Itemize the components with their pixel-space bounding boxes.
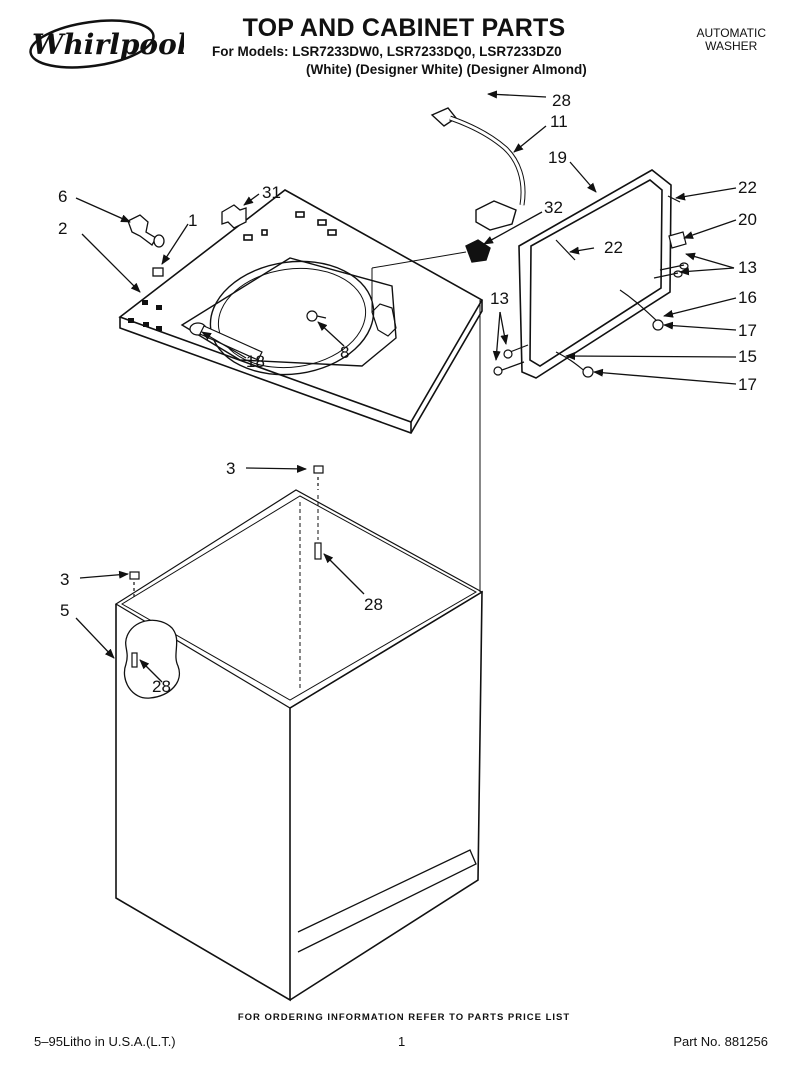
- callout-22-panel: 22: [604, 238, 623, 257]
- lid-switch-harness: [430, 107, 526, 263]
- litho-info: 5–95Litho in U.S.A.(L.T.): [34, 1034, 176, 1049]
- callout-19: 19: [548, 148, 567, 167]
- product-type: AUTOMATIC WASHER: [696, 27, 766, 53]
- models-line: For Models: LSR7233DW0, LSR7233DQ0, LSR7…: [212, 44, 562, 59]
- brand-wordmark: Whirlpool: [32, 28, 184, 61]
- console-frame: [518, 169, 672, 379]
- callout-13-left: 13: [490, 289, 509, 308]
- callout-17-bottom: 17: [738, 375, 757, 394]
- washer-top-panel: [118, 189, 484, 434]
- callout-17-top: 17: [738, 321, 757, 340]
- part-number: Part No. 881256: [673, 1034, 768, 1049]
- callout-3-upper: 3: [226, 459, 235, 478]
- product-line-1: AUTOMATIC: [696, 26, 766, 40]
- bracket-31: [221, 204, 247, 229]
- callout-20: 20: [738, 210, 757, 229]
- callout-18: 18: [246, 352, 265, 371]
- callout-28-cabinet: 28: [152, 677, 171, 696]
- callout-15: 15: [738, 347, 757, 366]
- callout-16: 16: [738, 288, 757, 307]
- callout-1: 1: [188, 211, 197, 230]
- variants-line: (White) (Designer White) (Designer Almon…: [306, 62, 587, 77]
- callout-31: 31: [262, 183, 281, 202]
- page-title: TOP AND CABINET PARTS: [242, 14, 566, 42]
- callout-8: 8: [340, 343, 349, 362]
- console-parts: [493, 195, 689, 378]
- callout-2: 2: [58, 219, 67, 238]
- callout-5: 5: [60, 601, 69, 620]
- callout-32: 32: [544, 198, 563, 217]
- page-number: 1: [398, 1034, 406, 1049]
- whirlpool-logo: Whirlpool: [29, 19, 184, 69]
- callout-28-mid: 28: [364, 595, 383, 614]
- ordering-note: FOR ORDERING INFORMATION REFER TO PARTS …: [237, 1012, 571, 1023]
- product-line-2: WASHER: [705, 39, 758, 53]
- callout-13-right: 13: [738, 258, 757, 277]
- cabinet: [114, 489, 484, 1002]
- cabinet-fasteners: [129, 465, 324, 668]
- callout-arrows: [75, 90, 737, 683]
- callout-labels: 28 11 19 6 31 1 2 32 22 20 22 13 16 13 1…: [58, 91, 757, 696]
- callout-6: 6: [58, 187, 67, 206]
- top-screws: [189, 310, 327, 361]
- hinge-parts: [127, 214, 165, 277]
- assembly-lines: [299, 251, 481, 690]
- callout-3-lower: 3: [60, 570, 69, 589]
- callout-11: 11: [550, 112, 568, 131]
- callout-22-right: 22: [738, 178, 757, 197]
- callout-28-top: 28: [552, 91, 571, 110]
